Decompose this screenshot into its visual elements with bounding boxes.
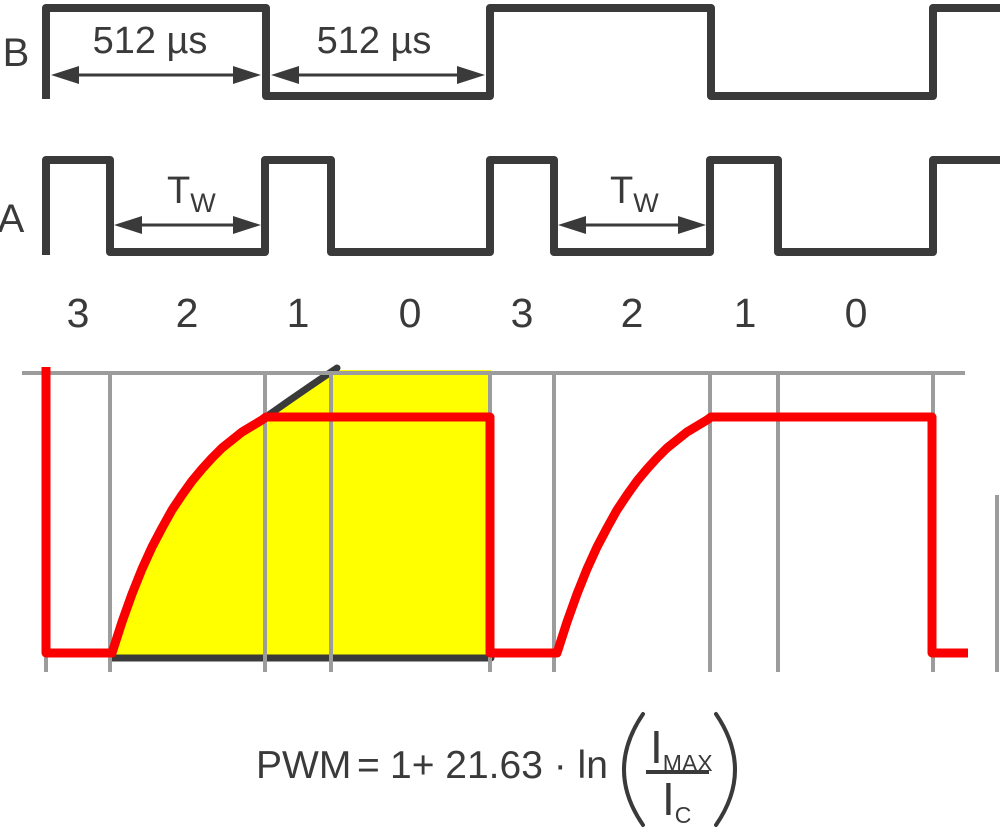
tw-subscript: W (633, 188, 659, 218)
led-current-curve (41, 367, 968, 658)
arrowhead-left-icon (51, 66, 79, 84)
formula-lhs: PWM (256, 744, 351, 787)
arrowhead-right-icon (457, 66, 485, 84)
signal-a-trace (42, 156, 1000, 256)
pwm-counter-row: 3 2 1 0 3 2 1 0 (67, 290, 868, 336)
counter-value-8: 0 (845, 290, 868, 336)
open-paren-icon (622, 712, 645, 827)
counter-value-2: 2 (176, 290, 199, 336)
arrowhead-left-icon (114, 216, 142, 234)
denominator-base: I (662, 773, 675, 825)
counter-value-3: 1 (287, 290, 310, 336)
a-pulse-width-label-1: TW (167, 170, 216, 218)
formula-parentheses (622, 712, 737, 827)
annotation-arrowheads (51, 66, 706, 234)
arrowhead-right-icon (233, 66, 261, 84)
signal-b-label: B (3, 31, 30, 75)
arrowhead-left-icon (271, 66, 299, 84)
formula-rhs-prefix: 1+ 21.63 · ln (390, 744, 608, 787)
charge-area-fill (113, 370, 491, 658)
numerator-base: I (650, 721, 663, 773)
denominator-subscript: C (675, 802, 692, 828)
formula-equals: = (357, 744, 380, 787)
signal-b-trace (42, 4, 1000, 100)
counter-value-4: 0 (399, 290, 422, 336)
tw-base: T (610, 170, 633, 212)
b-period-label-1: 512 µs (93, 20, 208, 62)
signal-a-label: A (0, 197, 25, 241)
b-period-label-2: 512 µs (317, 20, 432, 62)
formula-numerator: IMAX (650, 721, 713, 776)
annotation-arrow-lines (72, 73, 684, 227)
counter-value-1: 3 (67, 290, 90, 336)
tw-subscript: W (190, 188, 216, 218)
close-paren-icon (714, 712, 737, 827)
a-pulse-width-label-2: TW (610, 170, 659, 218)
formula-denominator: IC (662, 773, 691, 828)
counter-value-7: 1 (734, 290, 757, 336)
tw-base: T (167, 170, 190, 212)
numerator-subscript: MAX (663, 750, 713, 776)
pwm-formula: PWM = 1+ 21.63 · ln IMAX IC (256, 712, 737, 828)
counter-value-5: 3 (511, 290, 534, 336)
arrowhead-right-icon (678, 216, 706, 234)
waveform-traces (42, 4, 1000, 256)
waveform-labels: B A 512 µs 512 µs TW TW (0, 20, 659, 241)
arrowhead-right-icon (233, 216, 261, 234)
counter-value-6: 2 (621, 290, 644, 336)
arrowhead-left-icon (558, 216, 586, 234)
